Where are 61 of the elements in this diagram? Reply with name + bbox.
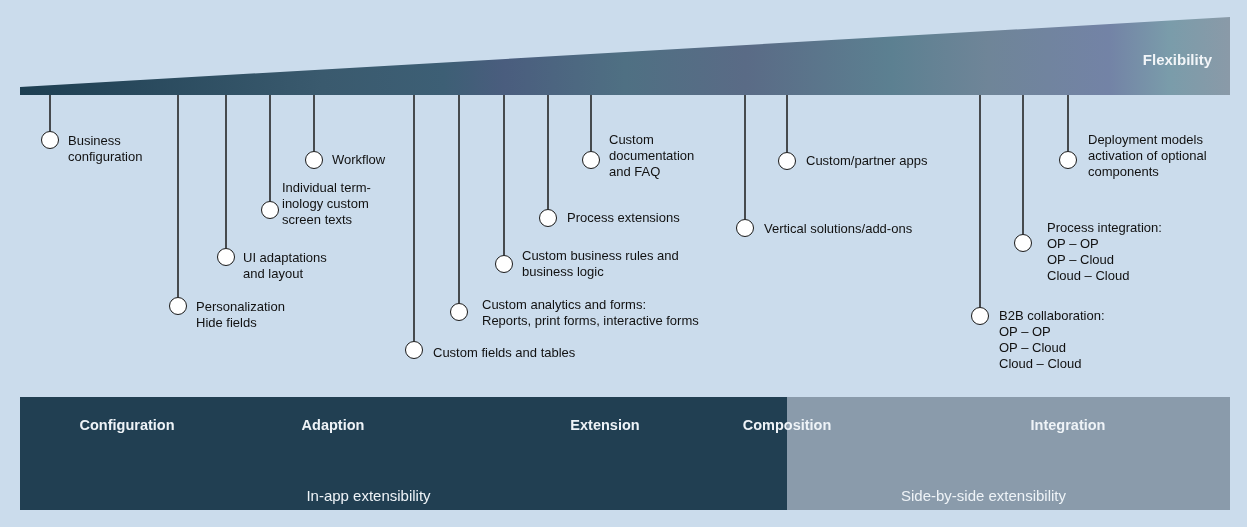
item-description: Workflow (332, 152, 387, 168)
circle-marker (305, 151, 323, 169)
item-description: Custom analytics and forms: (482, 297, 647, 313)
connector-line (458, 94, 460, 304)
connector-line (590, 94, 592, 152)
connector-line (313, 94, 315, 152)
connector-line (503, 94, 505, 256)
item-description: Vertical solutions/add-ons (764, 221, 914, 237)
connector-line (49, 94, 51, 132)
circle-marker (539, 209, 557, 227)
connector-line (413, 94, 415, 342)
circle-marker (217, 248, 235, 266)
item-description: Custom business rules and business logic (522, 248, 680, 280)
circle-marker (169, 297, 187, 315)
connector-line (786, 94, 788, 153)
circle-marker (1014, 234, 1032, 252)
connector-line (979, 94, 981, 308)
connector-line (177, 94, 179, 298)
circle-marker (778, 152, 796, 170)
item-description: Individual term- inology custom screen texts (282, 180, 372, 228)
connector-line (1067, 94, 1069, 152)
item-description: Cloud – Cloud (999, 356, 1083, 372)
category-heading: Integration (1030, 417, 1106, 433)
circle-marker (450, 303, 468, 321)
connector-line (744, 94, 746, 220)
item-description: Cloud – Cloud (1047, 268, 1131, 284)
item-description: Process integration: (1047, 220, 1163, 236)
circle-marker (971, 307, 989, 325)
circle-marker (495, 255, 513, 273)
item-description: OP – Cloud (1047, 252, 1115, 268)
circle-marker (405, 341, 423, 359)
flexibility-wedge (20, 17, 1230, 95)
item-description: Process extensions (567, 210, 681, 226)
item-description: OP – OP (1047, 236, 1100, 252)
category-heading: Adaption (301, 417, 365, 433)
item-description: Personalization Hide fields (196, 299, 286, 331)
item-description: Deployment models activation of optional components (1088, 132, 1208, 180)
wedge-label: Flexibility (1142, 51, 1212, 68)
item-description: Reports, print forms, interactive forms (482, 313, 700, 329)
item-description: B2B collaboration: (999, 308, 1106, 324)
item-description: Custom fields and tables (433, 345, 577, 361)
connector-line (269, 94, 271, 202)
item-description: OP – OP (999, 324, 1052, 340)
category-heading: Composition (742, 417, 832, 433)
circle-marker (736, 219, 754, 237)
panel-caption: In-app extensibility (305, 487, 432, 504)
circle-marker (1059, 151, 1077, 169)
circle-marker (41, 131, 59, 149)
item-description: Custom documentation and FAQ (609, 132, 696, 180)
circle-marker (582, 151, 600, 169)
item-description: UI adaptations and layout (243, 250, 328, 282)
category-heading: Configuration (79, 417, 175, 433)
connector-line (225, 94, 227, 249)
item-description: Business configuration (68, 133, 144, 165)
item-description: Custom/partner apps (806, 153, 929, 169)
category-heading: Extension (570, 417, 640, 433)
connector-line (1022, 94, 1024, 235)
circle-marker (261, 201, 279, 219)
item-description: OP – Cloud (999, 340, 1067, 356)
panel-caption: Side-by-side extensibility (899, 487, 1068, 504)
connector-line (547, 94, 549, 210)
